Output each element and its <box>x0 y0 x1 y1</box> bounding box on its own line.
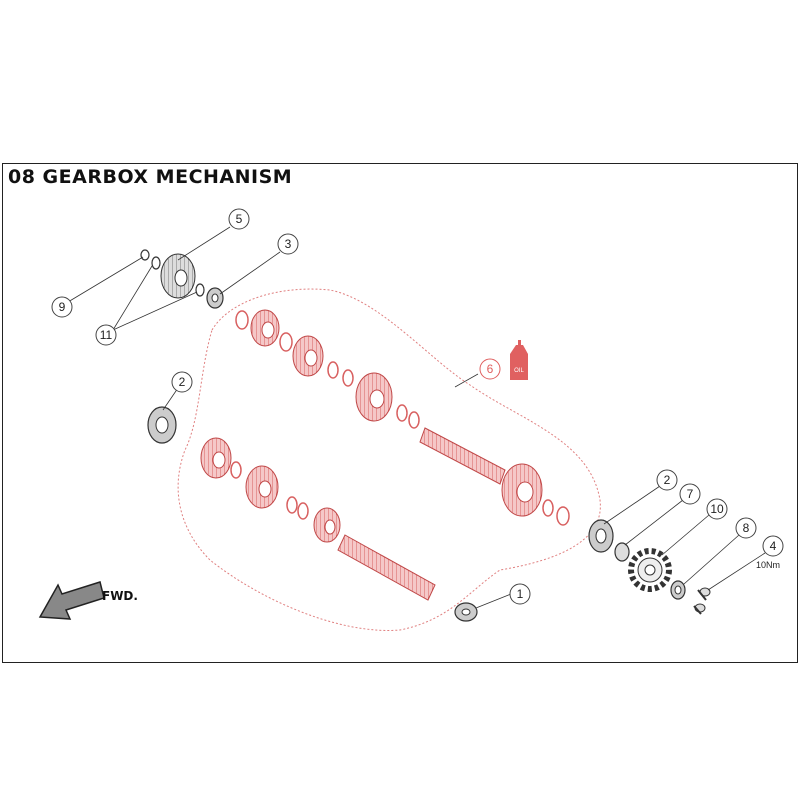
bearing-bottom <box>454 602 478 622</box>
washer <box>195 283 205 297</box>
bearing-left <box>147 406 177 444</box>
callout-1: 1 <box>509 583 531 605</box>
svg-text:OIL: OIL <box>514 368 524 374</box>
circlip <box>140 249 150 261</box>
callout-5: 5 <box>228 208 250 230</box>
svg-text:4: 4 <box>770 539 777 553</box>
page-title: 08 GEARBOX MECHANISM <box>8 166 293 188</box>
needle-bearing <box>206 287 224 309</box>
gear <box>200 437 232 479</box>
washer <box>230 461 242 479</box>
bearing-right <box>588 519 614 553</box>
counter-shaft <box>337 534 436 601</box>
seal <box>614 542 630 562</box>
leader-lines <box>67 226 766 609</box>
lower-shaft-assembly <box>200 437 436 601</box>
svg-text:7: 7 <box>687 487 694 501</box>
svg-text:9: 9 <box>59 300 66 314</box>
callout-6: 6 <box>479 358 501 380</box>
washer <box>279 332 293 352</box>
washer <box>408 411 420 429</box>
washer <box>342 369 354 387</box>
svg-text:10: 10 <box>710 502 724 516</box>
washer <box>286 496 298 514</box>
oil-bottle-icon: OIL <box>510 340 528 380</box>
svg-text:6: 6 <box>487 362 494 376</box>
torque-spec: 10Nm <box>756 560 780 570</box>
gear <box>501 463 543 517</box>
washer <box>396 404 408 422</box>
washer <box>151 256 161 270</box>
svg-text:11: 11 <box>100 328 113 342</box>
gear <box>245 465 279 509</box>
svg-text:1: 1 <box>517 587 524 601</box>
main-shaft <box>419 427 506 485</box>
svg-text:2: 2 <box>179 375 186 389</box>
svg-text:2: 2 <box>664 473 671 487</box>
lock-plate <box>670 580 686 600</box>
washer <box>235 310 249 330</box>
washer <box>327 361 339 379</box>
callout-8: 8 <box>735 517 757 539</box>
callout-2-left: 2 <box>171 371 193 393</box>
washer <box>556 506 570 526</box>
washer <box>297 502 309 520</box>
gear <box>292 335 324 377</box>
fwd-label: FWD. <box>102 589 138 603</box>
gearset-outline <box>177 288 601 631</box>
callout-9: 9 <box>51 296 73 318</box>
gear <box>355 372 393 422</box>
gear <box>250 309 280 347</box>
upper-shaft-assembly <box>235 309 570 526</box>
callout-10: 10 <box>706 498 728 520</box>
bolt <box>697 587 711 601</box>
svg-text:5: 5 <box>236 212 243 226</box>
callout-4: 4 <box>762 535 784 557</box>
idler-gear <box>160 253 196 299</box>
callout-7: 7 <box>679 483 701 505</box>
svg-text:3: 3 <box>285 237 292 251</box>
callout-3: 3 <box>277 233 299 255</box>
sprocket <box>628 548 672 592</box>
callout-11: 11 <box>95 324 117 346</box>
svg-text:8: 8 <box>743 521 750 535</box>
forward-arrow-icon: FWD. <box>38 581 138 620</box>
bolt <box>693 603 706 615</box>
gear <box>313 507 341 543</box>
callout-2-right: 2 <box>656 469 678 491</box>
washer <box>542 499 554 517</box>
